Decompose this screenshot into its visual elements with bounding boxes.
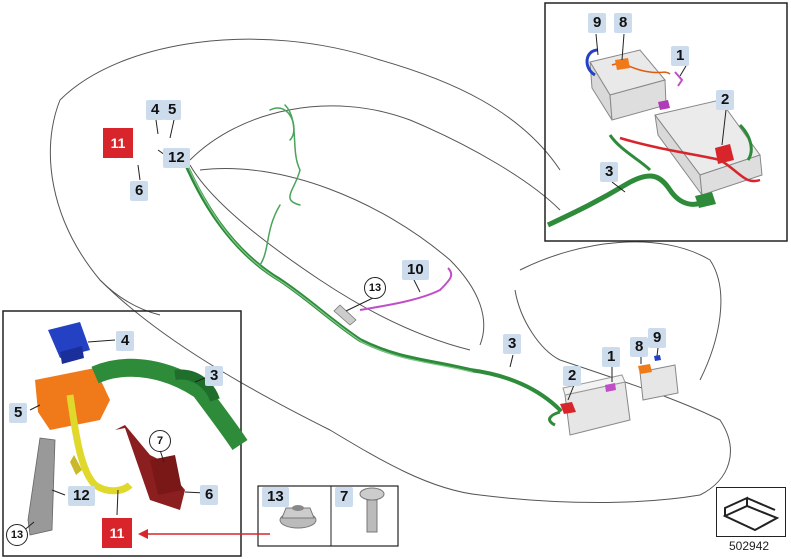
callout-3-top-inset: 3 <box>600 162 619 182</box>
circled-callout-7-inset: 7 <box>149 430 171 452</box>
parts-box-callout-7: 7 <box>335 487 354 507</box>
flange-nut-icon <box>279 505 317 529</box>
reference-arrowhead <box>138 529 148 539</box>
diagram-number: 502942 <box>729 539 770 553</box>
red-callout-11-main: 11 <box>103 128 133 158</box>
callout-9-main: 9 <box>648 328 667 348</box>
main-battery <box>548 355 679 436</box>
callout-5-main: 5 <box>163 100 182 120</box>
car-body-outline <box>49 38 731 503</box>
orientation-arrow-icon <box>722 496 780 532</box>
circled-callout-13-main: 13 <box>364 277 386 299</box>
callout-3-inset: 3 <box>205 366 224 386</box>
callout-10-main: 10 <box>402 260 429 280</box>
orientation-arrow-box <box>716 487 786 537</box>
callout-2-main: 2 <box>563 366 582 386</box>
callout-12-main: 12 <box>163 148 190 168</box>
bracket-small-13 <box>333 304 357 326</box>
callout-3-main: 3 <box>503 334 522 354</box>
torx-bolt-icon <box>359 487 385 533</box>
callout-6-inset: 6 <box>200 485 219 505</box>
branch-cable-10 <box>359 267 453 311</box>
inset-top-right-frame <box>544 2 788 242</box>
callout-1-top-inset: 1 <box>671 46 690 66</box>
callout-6-main: 6 <box>130 181 149 201</box>
main-wiring-harness <box>178 104 562 412</box>
red-callout-11-inset: 11 <box>102 518 132 548</box>
callout-2-top-inset: 2 <box>716 90 735 110</box>
callout-8-top-inset: 8 <box>614 13 633 33</box>
callout-8-main: 8 <box>630 337 649 357</box>
callout-4-inset: 4 <box>116 331 135 351</box>
callout-9-top-inset: 9 <box>588 13 607 33</box>
callout-5-inset: 5 <box>9 403 28 423</box>
callout-4-main: 4 <box>146 100 165 120</box>
circled-callout-13-inset: 13 <box>6 524 28 546</box>
callout-1-main: 1 <box>602 347 621 367</box>
parts-box-callout-13: 13 <box>262 487 289 507</box>
parts-box-frame <box>257 485 399 547</box>
inset-top-right-drawing <box>546 48 763 228</box>
callout-12-inset: 12 <box>68 486 95 506</box>
inset-bottom-left-drawing <box>27 322 248 536</box>
